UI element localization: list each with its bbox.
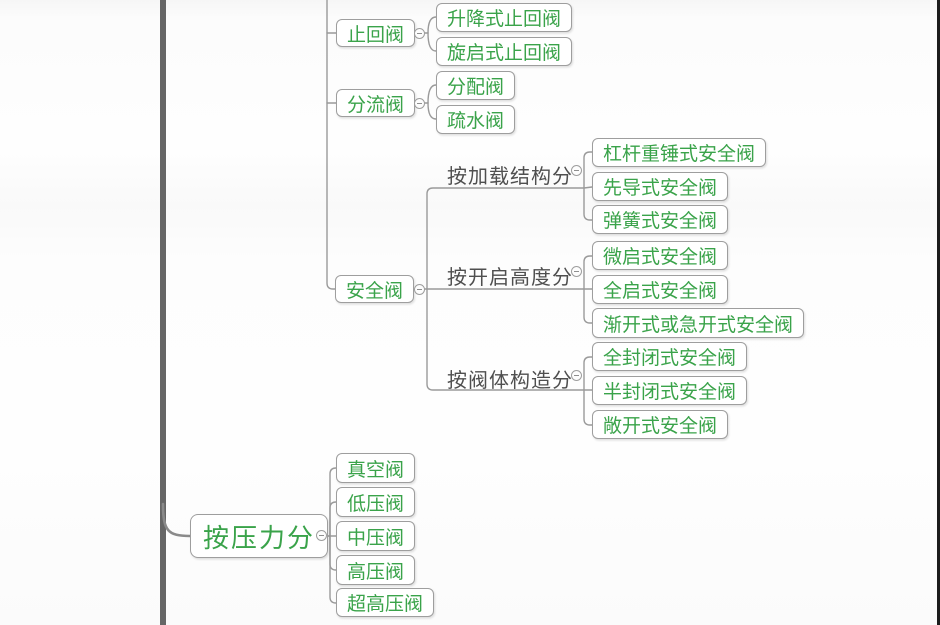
node-lift-check-valve[interactable]: 升降式止回阀: [436, 3, 573, 32]
label-by-loading-structure[interactable]: 按加载结构分: [447, 166, 573, 188]
collapse-toggle-diverter-valve[interactable]: [414, 98, 425, 109]
node-diverter-valve[interactable]: 分流阀: [336, 89, 416, 117]
node-spring-safety-valve[interactable]: 弹簧式安全阀: [592, 205, 729, 234]
label-by-opening-height[interactable]: 按开启高度分: [447, 267, 573, 289]
image-right-border: [937, 0, 940, 625]
node-low-pressure-valve[interactable]: 低压阀: [336, 487, 416, 517]
collapse-toggle-check-valve[interactable]: [414, 28, 425, 39]
node-distribution-valve[interactable]: 分配阀: [436, 71, 516, 100]
node-semi-enclosed-safety-valve[interactable]: 半封闭式安全阀: [592, 376, 748, 405]
label-by-body-construction[interactable]: 按阀体构造分: [447, 370, 573, 392]
connector-trunk-branch: [161, 502, 192, 538]
collapse-toggle-loading-structure[interactable]: [571, 165, 582, 176]
node-lever-weight-safety-valve[interactable]: 杠杆重锤式安全阀: [592, 138, 767, 167]
node-pilot-safety-valve[interactable]: 先导式安全阀: [592, 172, 729, 201]
connector-top-bracket: [326, 0, 336, 290]
main-trunk-line: [160, 0, 166, 625]
collapse-toggle-safety-valve[interactable]: [414, 284, 425, 295]
node-by-pressure[interactable]: 按压力分: [190, 514, 329, 558]
node-gradual-or-quick-opening-safety-valve[interactable]: 渐开式或急开式安全阀: [592, 308, 805, 338]
node-medium-pressure-valve[interactable]: 中压阀: [336, 521, 416, 551]
node-ultra-high-pressure-valve[interactable]: 超高压阀: [336, 588, 435, 617]
node-vacuum-valve[interactable]: 真空阀: [336, 453, 416, 483]
collapse-toggle-opening-height[interactable]: [571, 266, 582, 277]
node-open-type-safety-valve[interactable]: 敞开式安全阀: [592, 410, 729, 439]
node-micro-opening-safety-valve[interactable]: 微启式安全阀: [592, 241, 729, 270]
collapse-toggle-body-construction[interactable]: [571, 370, 582, 381]
node-steam-trap-valve[interactable]: 疏水阀: [436, 105, 516, 134]
collapse-toggle-by-pressure[interactable]: [316, 530, 327, 541]
node-full-opening-safety-valve[interactable]: 全启式安全阀: [592, 275, 729, 304]
node-high-pressure-valve[interactable]: 高压阀: [336, 555, 416, 585]
node-fully-enclosed-safety-valve[interactable]: 全封闭式安全阀: [592, 342, 748, 371]
node-check-valve[interactable]: 止回阀: [336, 19, 416, 47]
node-safety-valve[interactable]: 安全阀: [335, 275, 415, 303]
node-swing-check-valve[interactable]: 旋启式止回阀: [436, 37, 573, 66]
